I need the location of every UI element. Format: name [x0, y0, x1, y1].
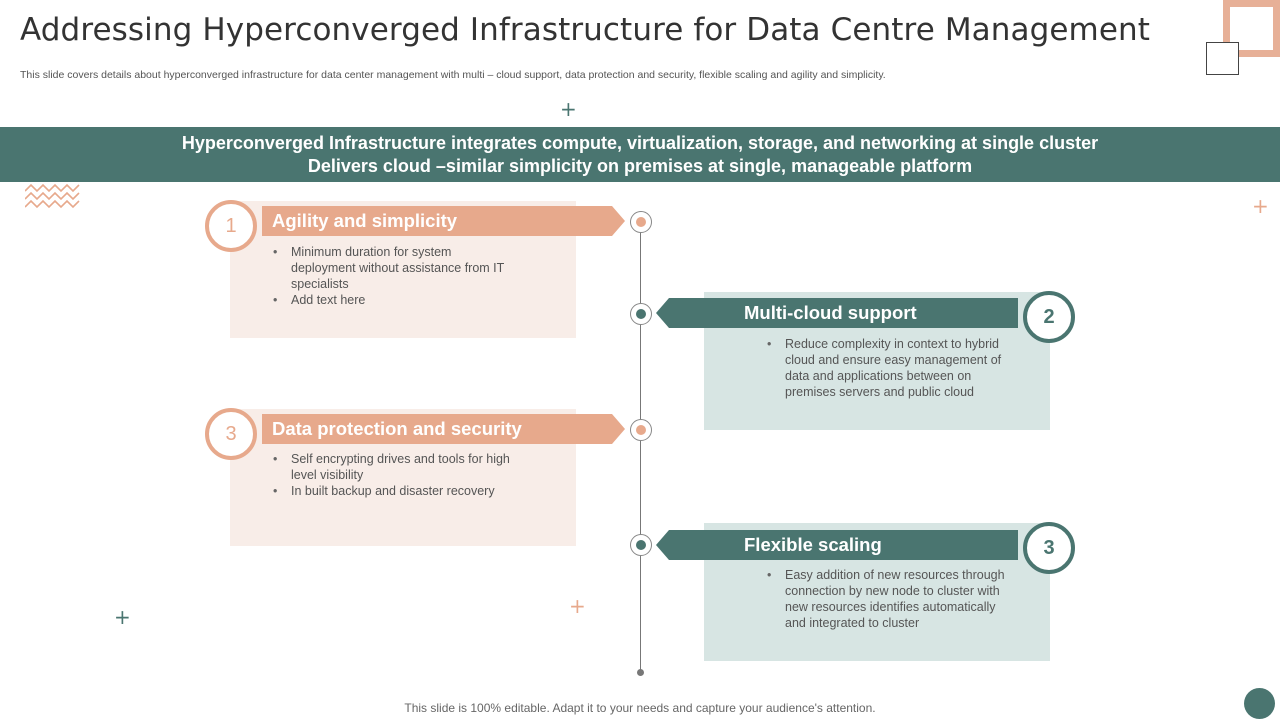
- banner-line-1: Hyperconverged Infrastructure integrates…: [181, 133, 1099, 153]
- timeline-end-dot: [637, 669, 644, 676]
- zigzag-lines-icon: [25, 183, 80, 209]
- card-heading: Flexible scaling: [656, 530, 1018, 560]
- bullet-item: Add text here: [271, 292, 511, 308]
- plus-icon: +: [1252, 194, 1269, 218]
- timeline-line: [640, 221, 641, 672]
- bullet-item: Minimum duration for system deployment w…: [271, 244, 511, 292]
- card-bullets: Minimum duration for system deployment w…: [271, 244, 511, 308]
- card-heading: Multi-cloud support: [656, 298, 1018, 328]
- plus-icon: +: [560, 97, 577, 121]
- plus-icon: +: [569, 594, 586, 618]
- slide-subtitle: This slide covers details about hypercon…: [20, 69, 886, 81]
- decorative-circle: [1244, 688, 1275, 719]
- summary-banner: Hyperconverged Infrastructure integrates…: [0, 127, 1280, 182]
- bullet-item: Reduce complexity in context to hybrid c…: [765, 336, 1015, 400]
- timeline-marker: [630, 211, 652, 233]
- card-bullets: Easy addition of new resources through c…: [765, 567, 1015, 631]
- card-number: 3: [205, 408, 257, 460]
- timeline-marker: [630, 303, 652, 325]
- bullet-item: In built backup and disaster recovery: [271, 483, 521, 499]
- card-heading: Agility and simplicity: [262, 206, 625, 236]
- card-number: 2: [1023, 291, 1075, 343]
- card-number: 3: [1023, 522, 1075, 574]
- plus-icon: +: [114, 605, 131, 629]
- banner-line-2: Delivers cloud –similar simplicity on pr…: [307, 156, 973, 176]
- card-bullets: Reduce complexity in context to hybrid c…: [765, 336, 1015, 400]
- slide-footer: This slide is 100% editable. Adapt it to…: [404, 701, 876, 715]
- timeline-marker: [630, 534, 652, 556]
- bullet-item: Easy addition of new resources through c…: [765, 567, 1015, 631]
- bullet-item: Self encrypting drives and tools for hig…: [271, 451, 521, 483]
- card-heading: Data protection and security: [262, 414, 625, 444]
- card-bullets: Self encrypting drives and tools for hig…: [271, 451, 521, 499]
- timeline-marker: [630, 419, 652, 441]
- decorative-square-small: [1206, 42, 1239, 75]
- slide-title: Addressing Hyperconverged Infrastructure…: [20, 12, 1151, 48]
- card-number: 1: [205, 200, 257, 252]
- decorative-square-outline: [1223, 0, 1280, 57]
